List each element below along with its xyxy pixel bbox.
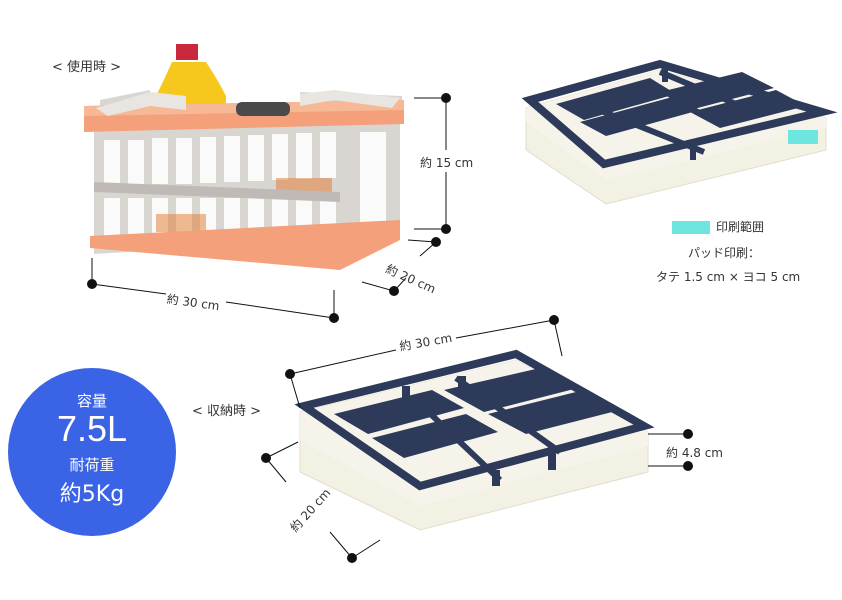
dimension-depth-20-top: [361, 237, 441, 296]
folded-basket-top: [521, 59, 838, 205]
load-label: 耐荷重: [69, 456, 115, 474]
capacity-value: 7.5L: [56, 408, 128, 449]
print-area-swatch: [672, 221, 710, 234]
pad-print-size: タテ 1.5 cm × ヨコ 5 cm: [656, 270, 801, 284]
print-area-legend-text: 印刷範囲: [716, 220, 765, 234]
open-basket: [84, 44, 404, 270]
height-48-label: 約 4.8 cm: [666, 446, 724, 460]
height-15-label: 約 15 cm: [420, 156, 474, 170]
dimension-height-15: [414, 93, 451, 234]
in-use-label: < 使用時 >: [52, 60, 122, 75]
dimension-depth-20-bottom: [261, 441, 381, 563]
folded-basket-bottom: [294, 349, 655, 531]
capacity-label: 容量: [76, 392, 107, 410]
dimension-height-48: [648, 429, 693, 471]
print-area-legend: 印刷範囲: [672, 218, 764, 235]
dimension-width-30-bottom: [285, 315, 563, 409]
print-area-marker: [788, 130, 818, 144]
dimension-width-30-top: [87, 258, 339, 323]
pad-print-title: パッド印刷：: [688, 246, 761, 260]
load-value: 約5Kg: [59, 482, 125, 507]
capacity-badge: 容量 7.5L 耐荷重 約5Kg: [8, 368, 176, 536]
storage-label: < 収納時 >: [192, 404, 262, 419]
